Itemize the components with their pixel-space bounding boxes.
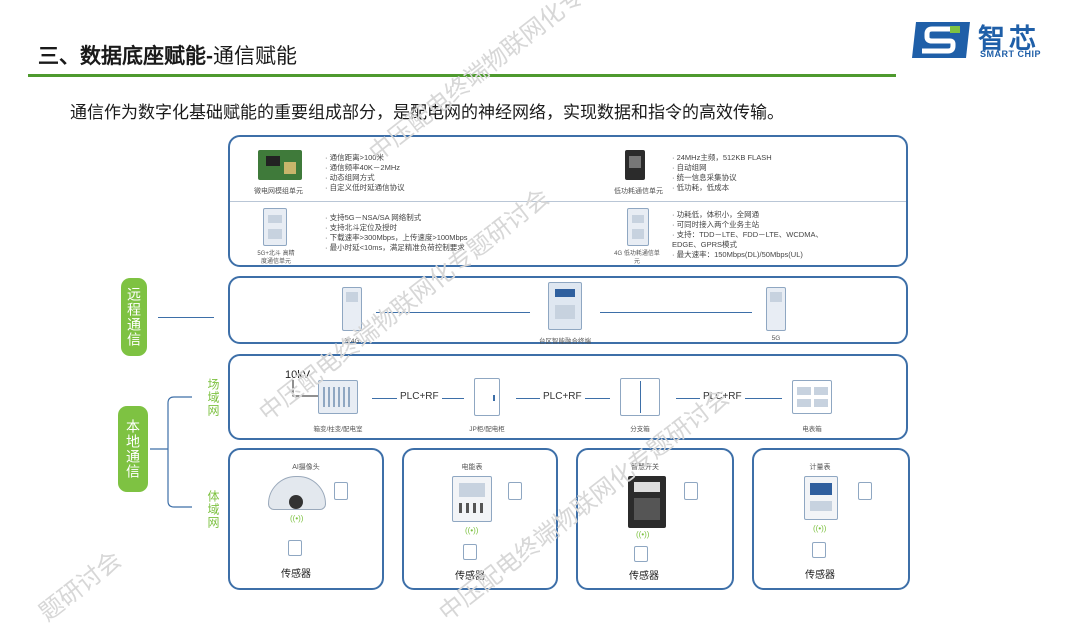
wifi-signal-icon: ((•))	[290, 514, 304, 523]
meter-box-icon	[792, 380, 832, 414]
remote-device-label: 台区智能融合终端	[539, 338, 591, 345]
remote-link-line	[600, 312, 752, 313]
mesh-module-image	[258, 150, 302, 180]
module-spec: · 动态组网方式	[325, 173, 375, 182]
sensor-label: 传感器	[281, 569, 311, 580]
remote-device-label: 5G	[771, 335, 781, 342]
module-spec: · 自动组网	[672, 163, 707, 172]
4g-terminal-device	[342, 287, 362, 331]
body-device-name: 计量表	[809, 464, 831, 471]
logo-mark-icon	[912, 22, 970, 58]
comm-module-icon	[858, 482, 872, 500]
body-device-name: 智慧开关	[631, 464, 659, 471]
sensor-label: 传感器	[629, 571, 659, 582]
field-device-label: 分支箱	[630, 426, 650, 433]
jp-cabinet-icon	[474, 378, 500, 416]
title-underline	[28, 74, 896, 77]
field-device-label: JP柜/配电柜	[469, 426, 505, 433]
module-spec: · 支持北斗定位及授时	[325, 223, 398, 232]
logo-english-text: SMART CHIP	[980, 49, 1041, 59]
plc-rf-label: PLC+RF	[540, 391, 585, 402]
power-meter-icon	[452, 476, 492, 522]
intro-sentence: 通信作为数字化基础赋能的重要组成部分，是配电网的神经网络，实现数据和指令的高效传…	[70, 103, 784, 122]
sensor-label: 传感器	[805, 570, 835, 581]
remote-link-line	[376, 312, 530, 313]
5g-module-image	[263, 208, 287, 246]
field-network-label: 场域网	[206, 378, 220, 417]
module-spec-list: · 24MHz主频，512KB FLASH · 自动组网 · 统一信息采集协议 …	[672, 153, 772, 193]
body-device-box	[228, 448, 384, 590]
module-spec: · 统一信息采集协议	[672, 173, 737, 182]
module-spec: · 自定义低时延通信协议	[325, 183, 405, 192]
module-spec: · 可同时接入两个业务主站	[672, 220, 760, 229]
module-label: 5G+北斗 高精度通信单元	[257, 251, 295, 265]
sensor-icon	[463, 544, 477, 560]
company-logo: 智芯 SMART CHIP	[910, 20, 1060, 66]
transformer-icon	[318, 380, 358, 414]
4g-module-image	[627, 208, 649, 246]
module-spec: · 通信频率40K－2MHz	[325, 163, 401, 172]
field-device-label: 电表箱	[802, 426, 822, 433]
sensor-icon	[812, 542, 826, 558]
module-spec: · 通信距离>100米	[325, 153, 384, 162]
body-device-name: AI摄像头	[292, 464, 320, 471]
module-spec: · 最小时延<10ms，满足精准负荷控制要求	[325, 243, 465, 252]
module-spec: · 24MHz主频，512KB FLASH	[672, 153, 772, 162]
body-network-label: 体域网	[206, 490, 220, 529]
watermark-text: 题研讨会	[34, 546, 127, 627]
metering-meter-icon	[804, 476, 838, 520]
module-divider	[230, 201, 906, 202]
local-communication-pill: 本地通信	[118, 406, 148, 492]
module-spec: · 功耗低，体积小，全网通	[672, 210, 760, 219]
plc-rf-label: PLC+RF	[700, 391, 745, 402]
module-spec-list: · 支持5G－NSA/SA 网络制式 · 支持北斗定位及授时 · 下载速率>30…	[325, 213, 468, 253]
sensor-icon	[634, 546, 648, 562]
module-spec: · 下载速率>300Mbps，上传速度>100Mbps	[325, 233, 468, 242]
wifi-signal-icon: ((•))	[813, 524, 827, 533]
comm-module-icon	[684, 482, 698, 500]
sensor-label: 传感器	[455, 571, 485, 582]
plc-rf-label: PLC+RF	[397, 391, 442, 402]
body-device-name: 电能表	[461, 464, 483, 471]
wifi-signal-icon: ((•))	[465, 526, 479, 535]
voltage-label: 10kV	[285, 369, 311, 381]
module-spec: · 低功耗，低成本	[672, 183, 730, 192]
remote-communication-pill: 远程通信	[121, 278, 147, 356]
smart-switch-icon	[628, 476, 666, 528]
module-label: 低功耗通信单元	[614, 188, 663, 195]
field-device-label: 箱变/柱变/配电室	[313, 426, 363, 433]
module-label: 微电网模组单元	[254, 188, 303, 195]
module-spec: EDGE、GPRS模式	[672, 240, 738, 249]
5g-terminal-device	[766, 287, 786, 331]
page-title-bold: 三、数据底座赋能-	[38, 45, 213, 68]
comm-module-icon	[508, 482, 522, 500]
sensor-icon	[288, 540, 302, 556]
page-title-normal: 通信赋能	[213, 45, 297, 68]
voltage-feed-line	[292, 380, 321, 397]
chip-module-image	[625, 150, 645, 180]
branch-box-icon	[620, 378, 660, 416]
remote-device-label: 宽4G	[344, 338, 360, 345]
comm-module-icon	[334, 482, 348, 500]
module-spec-list: · 通信距离>100米 · 通信频率40K－2MHz · 动态组网方式 · 自定…	[325, 153, 405, 193]
page-title: 三、数据底座赋能-通信赋能	[38, 40, 297, 70]
module-spec-list: · 功耗低，体积小，全网通 · 可同时接入两个业务主站 · 支持：TDD－LTE…	[672, 210, 823, 260]
module-label: 4G 低功耗通信单元	[614, 251, 660, 265]
logo-chinese-text: 智芯	[978, 24, 1040, 54]
module-spec: · 最大速率：150Mbps(DL)/50Mbps(UL)	[672, 250, 803, 259]
remote-connector-line	[158, 317, 214, 318]
fusion-terminal-device	[548, 282, 582, 330]
module-spec: · 支持：TDD－LTE、FDD－LTE、WCDMA、	[672, 230, 823, 239]
wifi-signal-icon: ((•))	[636, 530, 650, 539]
local-bracket	[150, 396, 192, 508]
module-spec: · 支持5G－NSA/SA 网络制式	[325, 213, 422, 222]
